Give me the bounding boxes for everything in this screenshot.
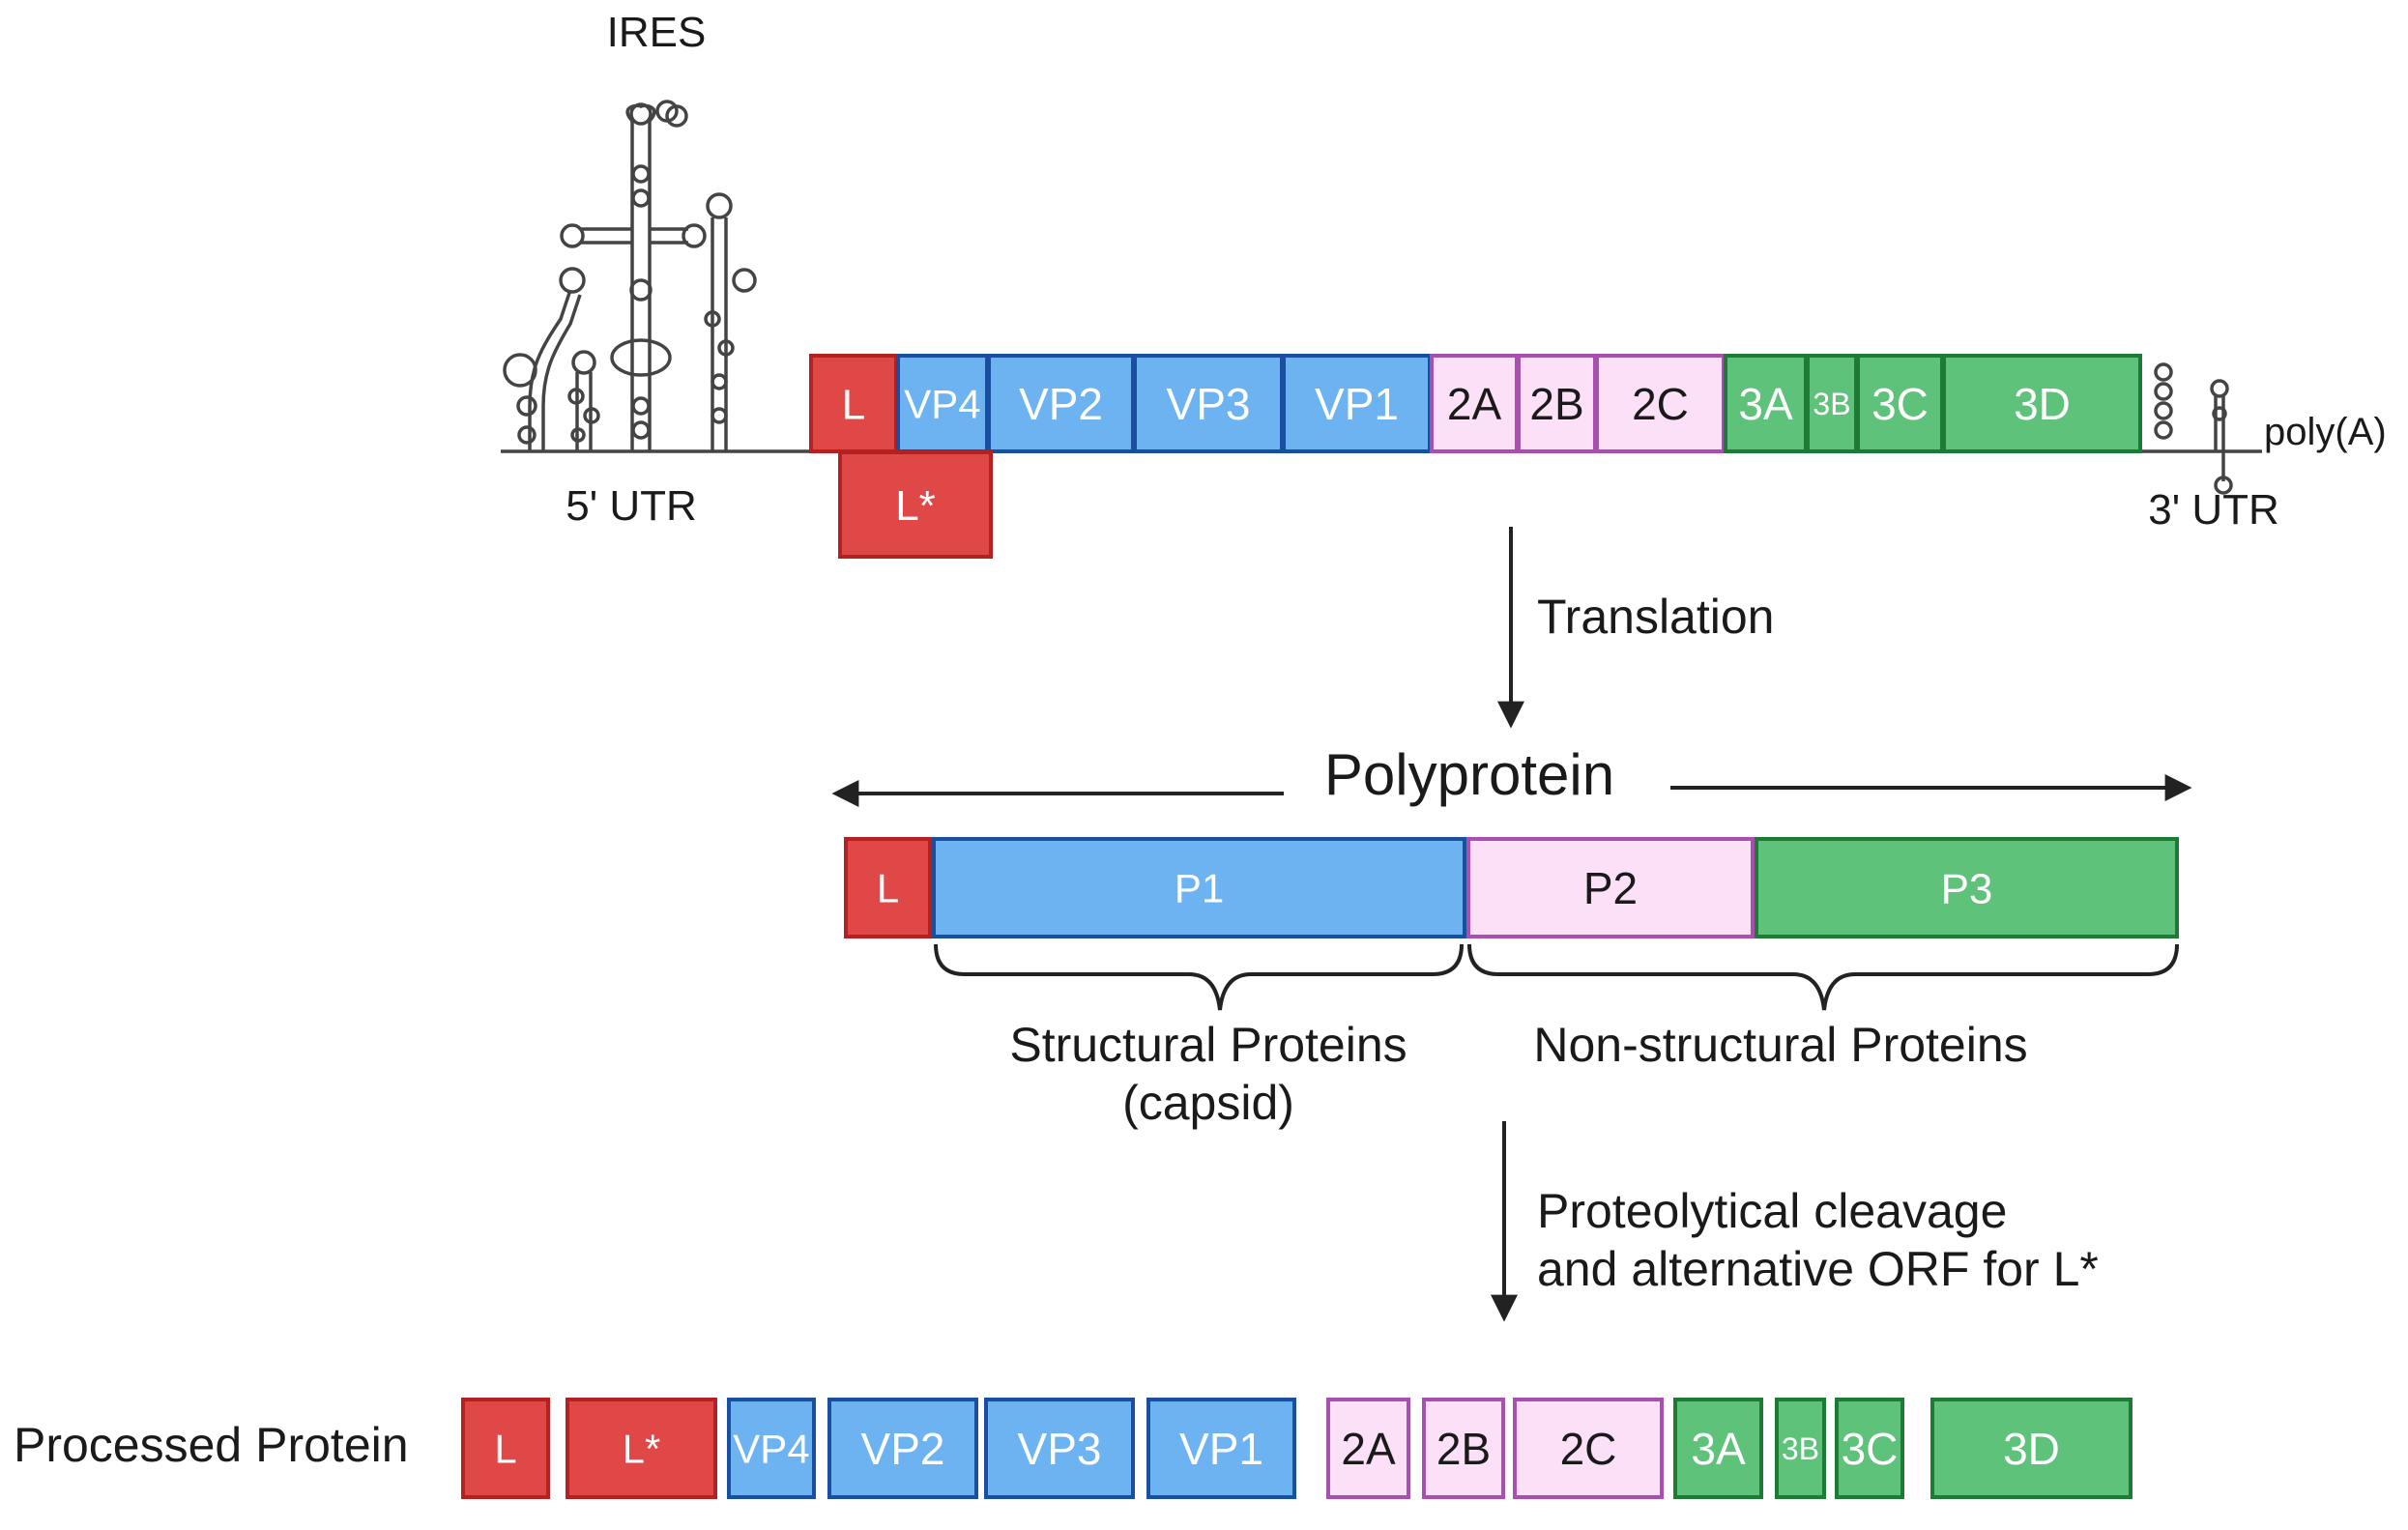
genome-segment-label: 3C (1871, 379, 1929, 429)
genome-segment-2b (1517, 354, 1597, 453)
processed-segment-label: VP2 (861, 1424, 945, 1474)
genome-segments: L VP4 VP2 VP3 VP1 2A 2B 2C 3A 3B 3C 3D (809, 354, 2142, 453)
genome-segment-label: 2B (1529, 379, 1583, 429)
genome-segment-3b (1806, 354, 1858, 453)
structural-sublabel: (capsid) (1122, 1076, 1294, 1130)
genome-segment-label: 3D (2014, 379, 2071, 429)
processed-segment-l (461, 1398, 550, 1499)
processed-segment-l-star (566, 1398, 717, 1499)
genome-segment-vp1 (1282, 354, 1432, 453)
processed-segment-3a (1673, 1398, 1763, 1499)
genome-segment-vp4 (896, 354, 989, 453)
processed-label: Processed Protein (14, 1418, 409, 1472)
processed-segment-label: 3C (1842, 1424, 1899, 1474)
ires-label: IRES (607, 9, 707, 56)
genome-segment-label: 2A (1447, 379, 1502, 429)
polya-label: poly(A) (2264, 411, 2387, 453)
processed-segment-vp4 (727, 1398, 816, 1499)
structural-label: Structural Proteins (1009, 1018, 1407, 1072)
polyprotein-segment-p1 (932, 837, 1466, 938)
cleavage-label-line1: Proteolytical cleavage (1537, 1184, 2007, 1238)
genome-segment-3c (1856, 354, 1944, 453)
utr3-structure (2138, 362, 2262, 495)
genome-segment-3d (1942, 354, 2142, 453)
processed-segment-3d (1930, 1398, 2132, 1499)
genome-segment-label: VP4 (904, 382, 980, 427)
utr5-label: 5' UTR (566, 482, 697, 530)
genome-segment-label: 3A (1738, 379, 1793, 429)
processed-segment-vp2 (827, 1398, 978, 1499)
polyprotein-segment-p2 (1466, 837, 1755, 938)
lstar-label: L* (895, 482, 936, 530)
genome-segment-label: VP1 (1315, 379, 1399, 429)
polyprotein-segment-label: L (877, 866, 899, 911)
genome-segment-vp2 (987, 354, 1135, 453)
genome-segment-3a (1724, 354, 1808, 453)
polyprotein-title: Polyprotein (1324, 742, 1614, 807)
translation-label: Translation (1537, 590, 1774, 644)
genome-segment-l (809, 354, 898, 453)
genome-segment-label: 2C (1632, 379, 1689, 429)
processed-segment-label: VP1 (1179, 1424, 1263, 1474)
processed-segment-2c (1513, 1398, 1664, 1499)
processed-segment-2b (1422, 1398, 1505, 1499)
genome-segment-label: VP3 (1167, 379, 1251, 429)
processed-segment-label: 2A (1341, 1424, 1396, 1474)
genome-segment-2c (1595, 354, 1726, 453)
processed-segment-label: 2B (1436, 1424, 1491, 1474)
structural-brace (934, 943, 1464, 1011)
processed-segment-label: VP4 (733, 1427, 809, 1472)
genome-segment-label: VP2 (1019, 379, 1103, 429)
processed-segment-3c (1835, 1398, 1904, 1499)
processed-segment-label: VP3 (1018, 1424, 1102, 1474)
lstar-box: L* (838, 450, 993, 559)
processed-segment-vp1 (1146, 1398, 1296, 1499)
polyprotein-segment-label: P3 (1941, 865, 1993, 912)
nonstructural-label: Non-structural Proteins (1533, 1018, 2027, 1072)
processed-segment-label: 2C (1560, 1424, 1617, 1474)
processed-segment-label: 3D (2003, 1424, 2060, 1474)
processed-segment-label: L* (623, 1427, 661, 1472)
processed-segment-label: L (494, 1427, 516, 1472)
cleavage-label-line2: and alternative ORF for L* (1537, 1242, 2099, 1296)
polyprotein-segment-p3 (1755, 837, 2179, 938)
genome-segment-label: 3B (1813, 387, 1850, 421)
polyprotein-segment-label: P1 (1175, 866, 1224, 911)
polyprotein-segments: L P1 P2 P3 (844, 837, 2179, 938)
ires-structure (501, 100, 812, 453)
processed-segment-vp3 (984, 1398, 1135, 1499)
processed-segment-3b (1775, 1398, 1826, 1499)
polyprotein-segment-l (844, 837, 932, 938)
genome-segment-label: L (842, 381, 865, 428)
processed-segment-label: 3A (1691, 1424, 1746, 1474)
polyprotein-segment-label: P2 (1583, 863, 1638, 913)
processed-segment-label: 3B (1782, 1431, 1819, 1466)
utr3-label: 3' UTR (2148, 486, 2279, 534)
nonstructural-brace (1467, 943, 2179, 1011)
processed-segment-2a (1326, 1398, 1410, 1499)
processed-segments: L L* VP4 VP2 VP3 VP1 2A 2B 2C 3A 3B 3C 3D (461, 1398, 2132, 1499)
